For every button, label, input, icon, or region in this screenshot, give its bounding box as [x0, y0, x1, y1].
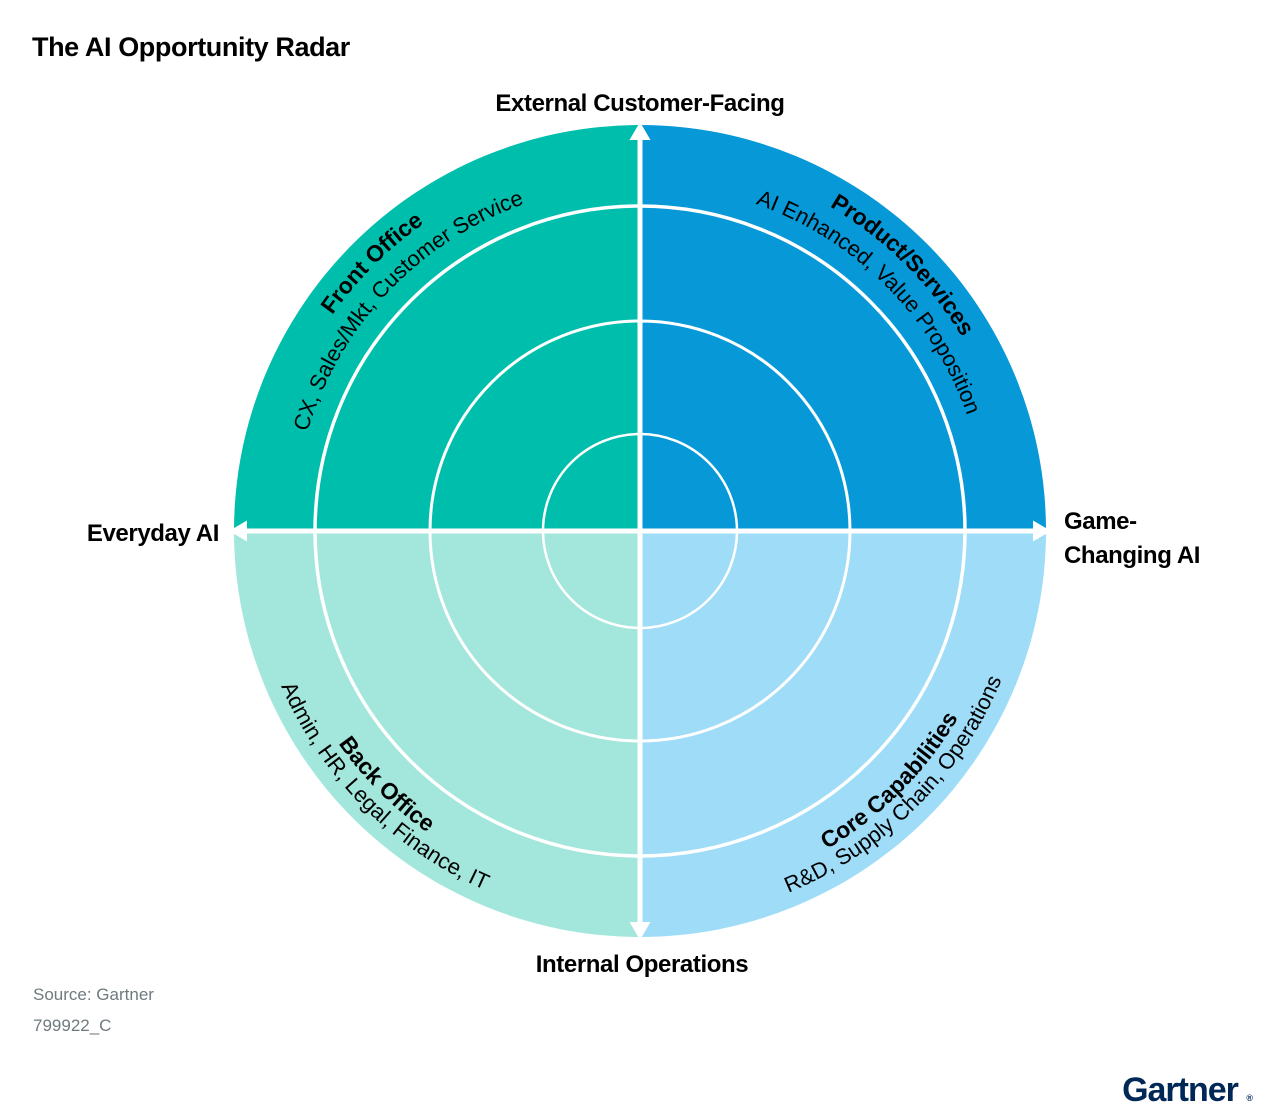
- quadrant-front-office: [234, 125, 640, 531]
- axis-label-right-line1: Game-: [1064, 508, 1137, 535]
- registered-trademark-icon: ®: [1246, 1093, 1253, 1103]
- axis-label-left: Everyday AI: [87, 520, 219, 547]
- arrowhead-down-icon: [629, 922, 651, 940]
- gartner-logo: Gartner ®: [1122, 1071, 1253, 1109]
- source-note: Source: Gartner: [33, 985, 154, 1004]
- axis-label-right: Game- Changing AI: [1064, 508, 1200, 569]
- axis-label-bottom: Internal Operations: [536, 951, 748, 978]
- quadrant-back-office: [234, 531, 640, 937]
- arrowhead-right-icon: [1033, 520, 1051, 542]
- gartner-logo-wordmark: Gartner: [1122, 1071, 1239, 1109]
- figure-code: 799922_C: [33, 1016, 111, 1035]
- quadrant-product-services: [640, 125, 1046, 531]
- axis-label-right-line2: Changing AI: [1064, 542, 1200, 569]
- arrowhead-up-icon: [629, 122, 651, 140]
- quadrant-core-capabilities: [640, 531, 1046, 937]
- arrowhead-left-icon: [229, 520, 247, 542]
- page-title: The AI Opportunity Radar: [32, 32, 351, 62]
- axis-label-top: External Customer-Facing: [495, 90, 784, 117]
